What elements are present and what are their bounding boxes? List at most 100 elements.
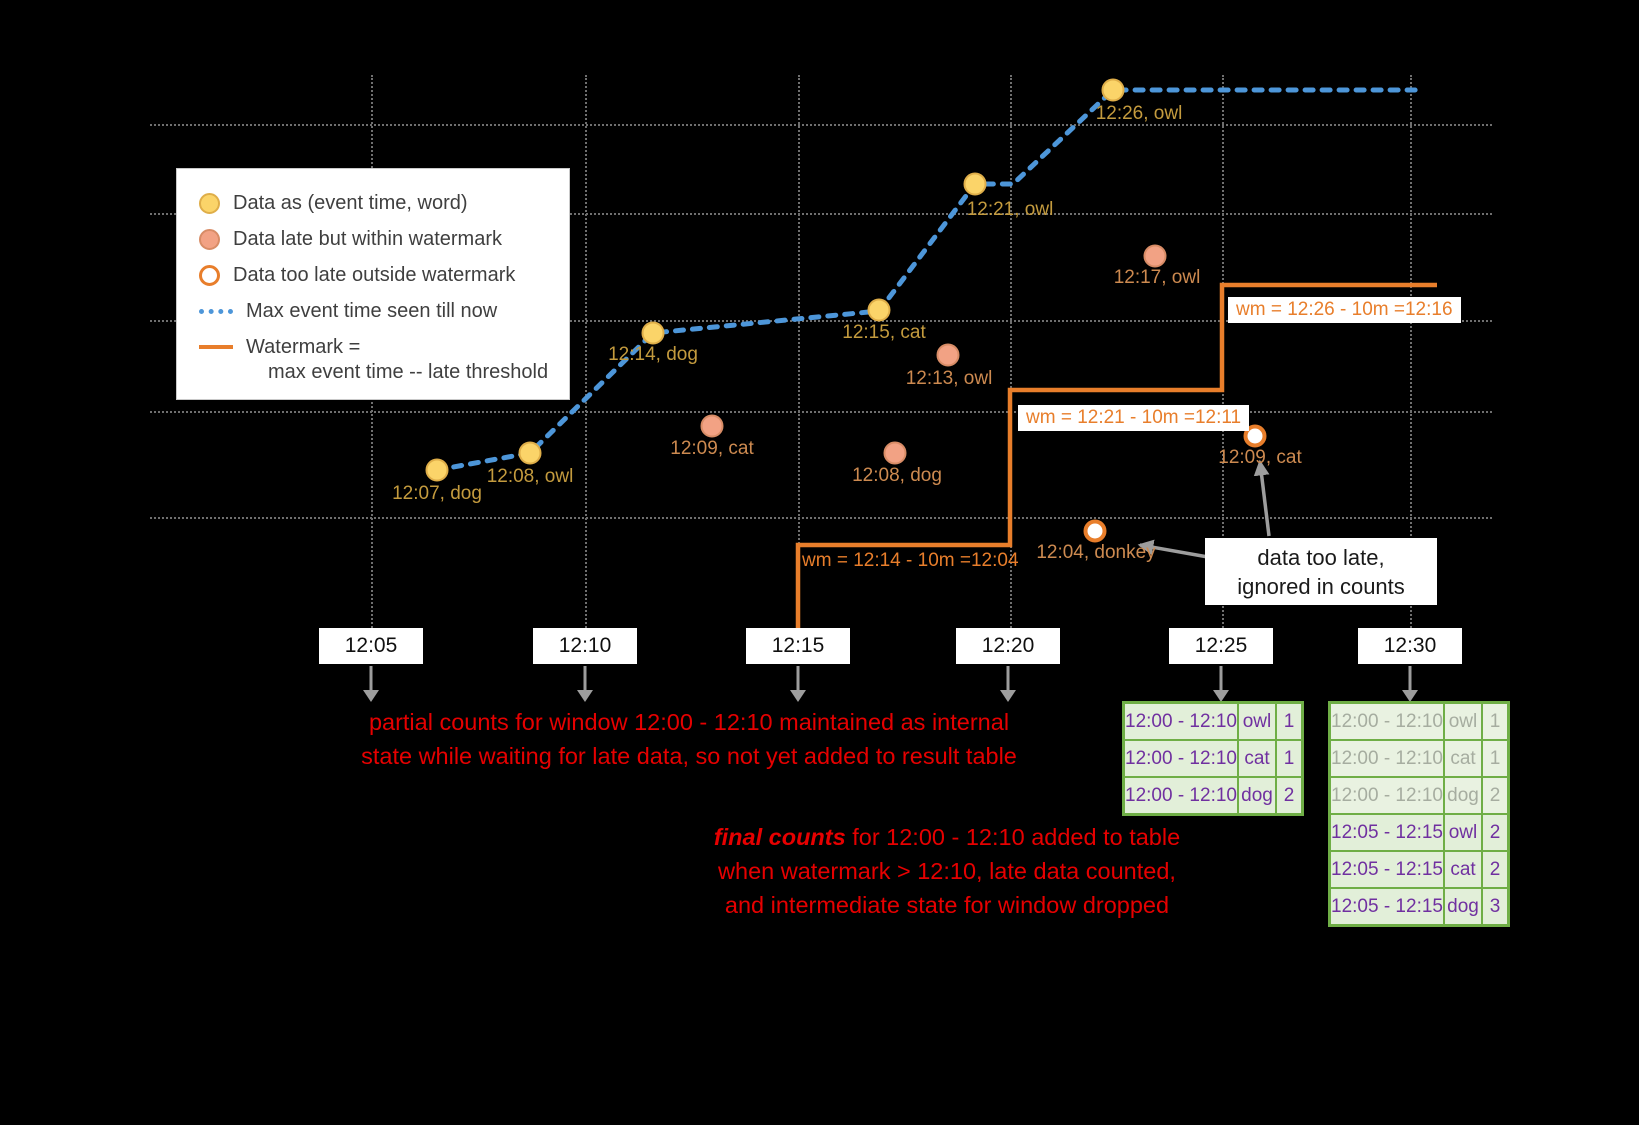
- late-data-point: [936, 343, 960, 367]
- tick-arrow-shaft: [369, 666, 373, 691]
- axis-tick-1230: 12:30: [1358, 628, 1462, 664]
- legend-label: Data late but within watermark: [233, 227, 503, 250]
- table-cell-window: 12:05 - 12:15: [1331, 889, 1443, 924]
- data-point-label: 12:13, owl: [905, 368, 993, 389]
- toolate-data-point: [1083, 519, 1107, 543]
- data-point-label: 12:04, donkey: [1036, 542, 1156, 563]
- ontime-data-point: [1101, 78, 1125, 102]
- tick-arrow-shaft: [796, 666, 800, 691]
- table-cell-count: 2: [1483, 852, 1507, 887]
- legend-label: Max event time seen till now: [246, 299, 498, 322]
- table-cell-count: 2: [1483, 815, 1507, 850]
- late-data-point: [700, 414, 724, 438]
- gridline-vertical: [798, 75, 800, 628]
- table-cell-window: 12:05 - 12:15: [1331, 815, 1443, 850]
- tick-arrow-head: [1213, 690, 1229, 702]
- table-cell-window: 12:00 - 12:10: [1125, 778, 1237, 813]
- table-cell-window: 12:00 - 12:10: [1125, 704, 1237, 739]
- gridline-horizontal: [150, 517, 1492, 519]
- tick-arrow-shaft: [1006, 666, 1010, 691]
- ontime-data-point: [425, 458, 449, 482]
- data-point-label: 12:17, owl: [1113, 267, 1201, 288]
- axis-tick-1210: 12:10: [533, 628, 637, 664]
- data-point-label: 12:08, dog: [852, 465, 942, 486]
- table-cell-window: 12:00 - 12:10: [1125, 741, 1237, 776]
- tick-down-arrow: [1402, 666, 1418, 704]
- axis-tick-1205: 12:05: [319, 628, 423, 664]
- partial-counts-note-line1: partial counts for window 12:00 - 12:10 …: [368, 709, 1010, 735]
- data-point-label: 12:08, owl: [486, 466, 574, 487]
- data-point-label: 12:09, cat: [670, 438, 754, 459]
- too-late-dot-icon: [199, 264, 220, 286]
- tick-arrow-shaft: [1219, 666, 1223, 691]
- watermark-value-label: wm = 12:26 - 10m =12:16: [1228, 297, 1461, 323]
- final-counts-note-line1: final counts for 12:00 - 12:10 added to …: [687, 820, 1207, 854]
- max-event-line-icon: [199, 308, 233, 314]
- tick-arrow-shaft: [583, 666, 587, 691]
- tick-arrow-head: [363, 690, 379, 702]
- table-cell-count: 2: [1277, 778, 1301, 813]
- legend-label: Data too late outside watermark: [233, 263, 516, 286]
- watermark-value-label: wm = 12:21 - 10m =12:11: [1018, 405, 1250, 431]
- tick-arrow-head: [790, 690, 806, 702]
- too-late-callout-arrow: [1253, 459, 1271, 537]
- table-cell-word: dog: [1445, 889, 1481, 924]
- final-counts-note: final counts for 12:00 - 12:10 added to …: [687, 820, 1207, 922]
- too-late-annotation: data too late, ignored in counts: [1205, 538, 1437, 605]
- final-counts-rest: for 12:00 - 12:10 added to table: [845, 824, 1181, 850]
- axis-tick-1225: 12:25: [1169, 628, 1273, 664]
- table-cell-word: dog: [1445, 778, 1481, 813]
- tick-arrow-head: [1402, 690, 1418, 702]
- ontime-dot-icon: [199, 192, 220, 214]
- final-counts-note-line2: when watermark > 12:10, late data counte…: [718, 858, 1176, 884]
- data-point-label: 12:14, dog: [608, 344, 698, 365]
- legend-item-max-event-line: Max event time seen till now: [199, 293, 569, 329]
- table-cell-window: 12:00 - 12:10: [1331, 778, 1443, 813]
- table-cell-count: 1: [1483, 741, 1507, 776]
- axis-tick-1220: 12:20: [956, 628, 1060, 664]
- tick-down-arrow: [790, 666, 806, 704]
- watermark-value-label: wm = 12:14 - 10m =12:04: [802, 550, 1019, 571]
- ontime-data-point: [518, 441, 542, 465]
- gridline-vertical: [585, 75, 587, 628]
- tick-down-arrow: [363, 666, 379, 704]
- final-counts-emphasis: final counts: [713, 824, 846, 850]
- table-cell-window: 12:00 - 12:10: [1331, 741, 1443, 776]
- data-point-label: 12:15, cat: [842, 322, 926, 343]
- data-point-label: 12:21, owl: [966, 199, 1054, 220]
- gridline-horizontal: [150, 124, 1492, 126]
- gridline-vertical: [1010, 75, 1012, 628]
- tick-down-arrow: [577, 666, 593, 704]
- data-point-label: 12:07, dog: [392, 483, 482, 504]
- table-cell-count: 1: [1277, 704, 1301, 739]
- table-cell-count: 1: [1483, 704, 1507, 739]
- tick-arrow-head: [577, 690, 593, 702]
- late-dot-icon: [199, 228, 220, 250]
- table-cell-word: cat: [1445, 741, 1481, 776]
- tick-arrow-head: [1000, 690, 1016, 702]
- watermark-line-icon: [199, 345, 233, 349]
- table-cell-word: owl: [1239, 704, 1275, 739]
- data-point-label: 12:09, cat: [1218, 447, 1302, 468]
- partial-counts-note-line2: state while waiting for late data, so no…: [361, 743, 1017, 769]
- legend-item-watermark-line: Watermark =: [199, 329, 569, 365]
- table-cell-count: 3: [1483, 889, 1507, 924]
- table-cell-word: owl: [1445, 704, 1481, 739]
- tick-down-arrow: [1000, 666, 1016, 704]
- final-counts-note-line3: and intermediate state for window droppe…: [724, 892, 1170, 918]
- table-cell-word: dog: [1239, 778, 1275, 813]
- legend-label: Data as (event time, word): [233, 191, 468, 214]
- toolate-data-point: [1243, 424, 1267, 448]
- partial-counts-note: partial counts for window 12:00 - 12:10 …: [328, 705, 1050, 773]
- axis-tick-1215: 12:15: [746, 628, 850, 664]
- ontime-data-point: [963, 172, 987, 196]
- table-cell-count: 2: [1483, 778, 1507, 813]
- legend: Data as (event time, word) Data late but…: [176, 168, 570, 400]
- legend-item-late: Data late but within watermark: [199, 221, 569, 257]
- tick-arrow-shaft: [1408, 666, 1412, 691]
- tick-down-arrow: [1213, 666, 1229, 704]
- table-cell-word: owl: [1445, 815, 1481, 850]
